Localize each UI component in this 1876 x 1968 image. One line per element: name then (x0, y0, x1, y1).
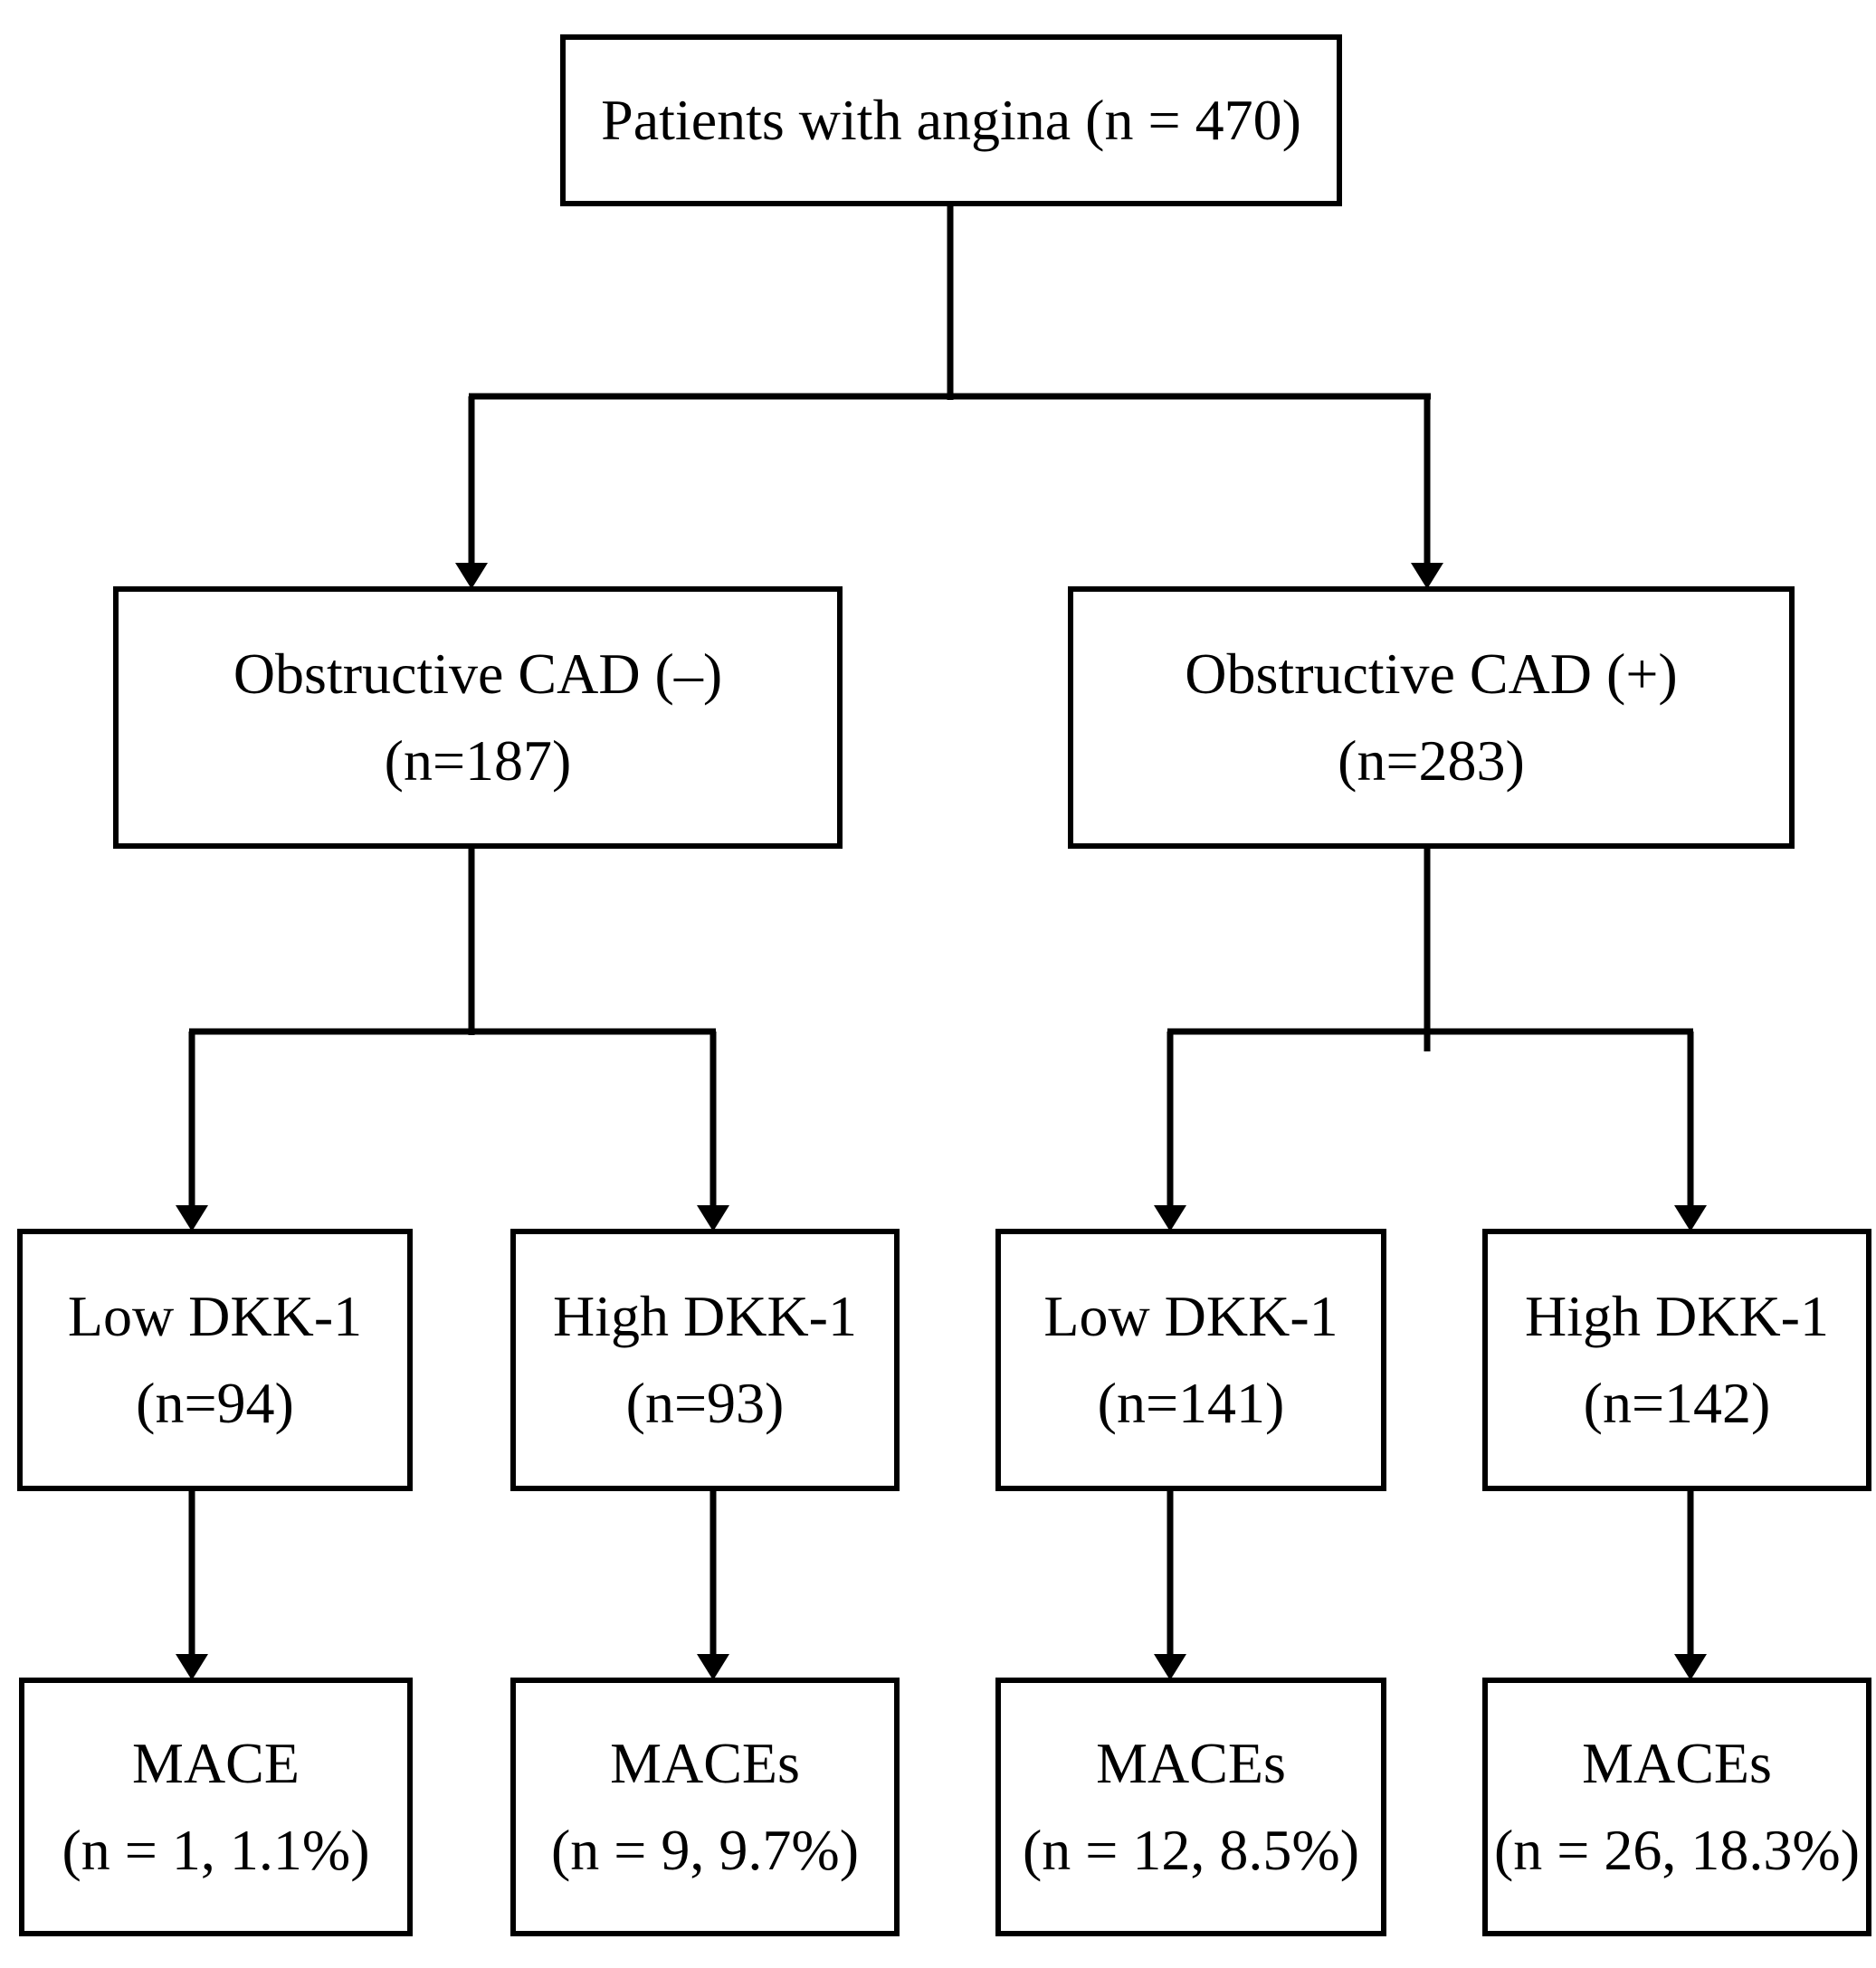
node-label-line1: Low DKK-1 (1043, 1284, 1338, 1348)
node-label-line2: (n = 1, 1.1%) (62, 1818, 370, 1882)
node-obstructive-cad-negative: Obstructive CAD (–) (n=187) (113, 586, 843, 849)
node-label-line1: MACEs (1096, 1731, 1286, 1795)
node-label-line1: High DKK-1 (1525, 1284, 1829, 1348)
node-label-line1: Low DKK-1 (67, 1284, 363, 1348)
node-label-line2: (n=187) (384, 728, 572, 793)
node-mace-low-dkk1-cad-positive: MACEs (n = 12, 8.5%) (995, 1678, 1386, 1936)
connector-arrowhead (1674, 1205, 1707, 1231)
connector-arrowhead (176, 1654, 208, 1680)
connector-arrowhead (1154, 1654, 1186, 1680)
node-patients-with-angina: Patients with angina (n = 470) (560, 34, 1342, 206)
node-label-line2: (n=94) (136, 1371, 294, 1435)
node-label-line2: (n=93) (625, 1371, 785, 1435)
node-mace-high-dkk1-cad-negative: MACEs (n = 9, 9.7%) (510, 1678, 900, 1936)
node-mace-low-dkk1-cad-negative: MACE (n = 1, 1.1%) (19, 1678, 413, 1936)
node-label-line1: Obstructive CAD (–) (233, 642, 723, 706)
node-high-dkk1-cad-positive: High DKK-1 (n=142) (1482, 1229, 1871, 1491)
node-label-line1: Patients with angina (n = 470) (601, 88, 1301, 152)
node-label-line2: (n=141) (1097, 1371, 1285, 1435)
connector-arrowhead (455, 563, 488, 589)
node-label-line2: (n=283) (1338, 728, 1525, 793)
connector-arrowhead (697, 1205, 729, 1231)
node-label-line1: High DKK-1 (553, 1284, 857, 1348)
node-label-line1: MACEs (1582, 1731, 1772, 1795)
node-mace-high-dkk1-cad-positive: MACEs (n = 26, 18.3%) (1482, 1678, 1871, 1936)
node-label-line1: MACE (132, 1731, 300, 1795)
node-label-line2: (n=142) (1583, 1371, 1771, 1435)
connector-arrowhead (697, 1654, 729, 1680)
node-label-line2: (n = 12, 8.5%) (1022, 1818, 1360, 1882)
node-label-line1: Obstructive CAD (+) (1185, 642, 1678, 706)
node-label-line2: (n = 26, 18.3%) (1493, 1818, 1861, 1882)
node-low-dkk1-cad-negative: Low DKK-1 (n=94) (17, 1229, 413, 1491)
connector-arrowhead (1411, 563, 1443, 589)
node-high-dkk1-cad-negative: High DKK-1 (n=93) (510, 1229, 900, 1491)
node-obstructive-cad-positive: Obstructive CAD (+) (n=283) (1068, 586, 1795, 849)
connector-arrowhead (1154, 1205, 1186, 1231)
node-label-line2: (n = 9, 9.7%) (550, 1818, 860, 1882)
node-low-dkk1-cad-positive: Low DKK-1 (n=141) (995, 1229, 1386, 1491)
connector-arrowhead (1674, 1654, 1707, 1680)
node-label-line1: MACEs (610, 1731, 800, 1795)
connector-arrowhead (176, 1205, 208, 1231)
